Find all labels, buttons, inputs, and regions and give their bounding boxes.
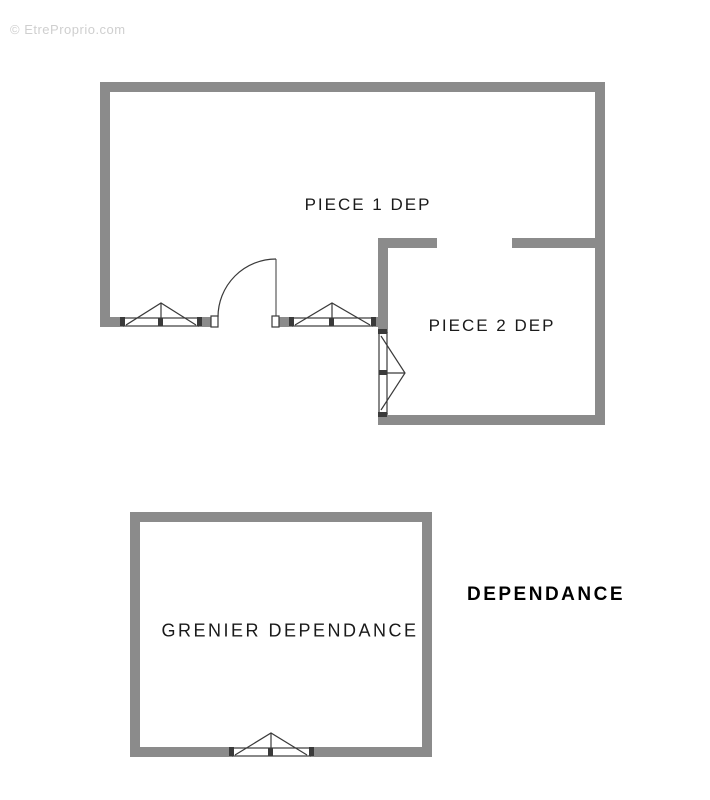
wall-left (130, 512, 140, 757)
wall-bottom-seg (198, 317, 216, 327)
door-jamb (210, 315, 219, 328)
wall-right (422, 512, 432, 757)
watermark: © EtreProprio.com (10, 22, 126, 37)
wall-interior-vertical-seg (378, 238, 388, 333)
door-arc (217, 258, 277, 318)
window-icon (289, 302, 376, 327)
wall-top (130, 512, 432, 522)
wall-right (595, 82, 605, 425)
wall-top (100, 82, 605, 92)
main-building-walls (100, 82, 605, 425)
wall-piece2-bottom (378, 415, 605, 425)
wall-bottom-seg (130, 747, 233, 757)
window-icon (229, 732, 314, 757)
window-symbols (120, 302, 406, 757)
wall-left (100, 82, 110, 327)
door-jamb (271, 315, 280, 328)
door-swing-icon (210, 258, 280, 328)
building-label-dependance: DEPENDANCE (466, 584, 626, 605)
window-icon (378, 329, 406, 417)
window-icon (120, 302, 202, 327)
wall-bottom-seg (310, 747, 432, 757)
grenier-building-walls (130, 512, 432, 757)
wall-interior-horizontal-seg (512, 238, 605, 248)
room-label-piece1: PIECE 1 DEP (304, 195, 432, 214)
wall-bottom-seg (100, 317, 124, 327)
room-label-piece2: PIECE 2 DEP (428, 316, 556, 335)
room-label-grenier: GRENIER DEPENDANCE (161, 620, 419, 641)
wall-bottom-seg (276, 317, 293, 327)
wall-interior-horizontal-seg (378, 238, 437, 248)
